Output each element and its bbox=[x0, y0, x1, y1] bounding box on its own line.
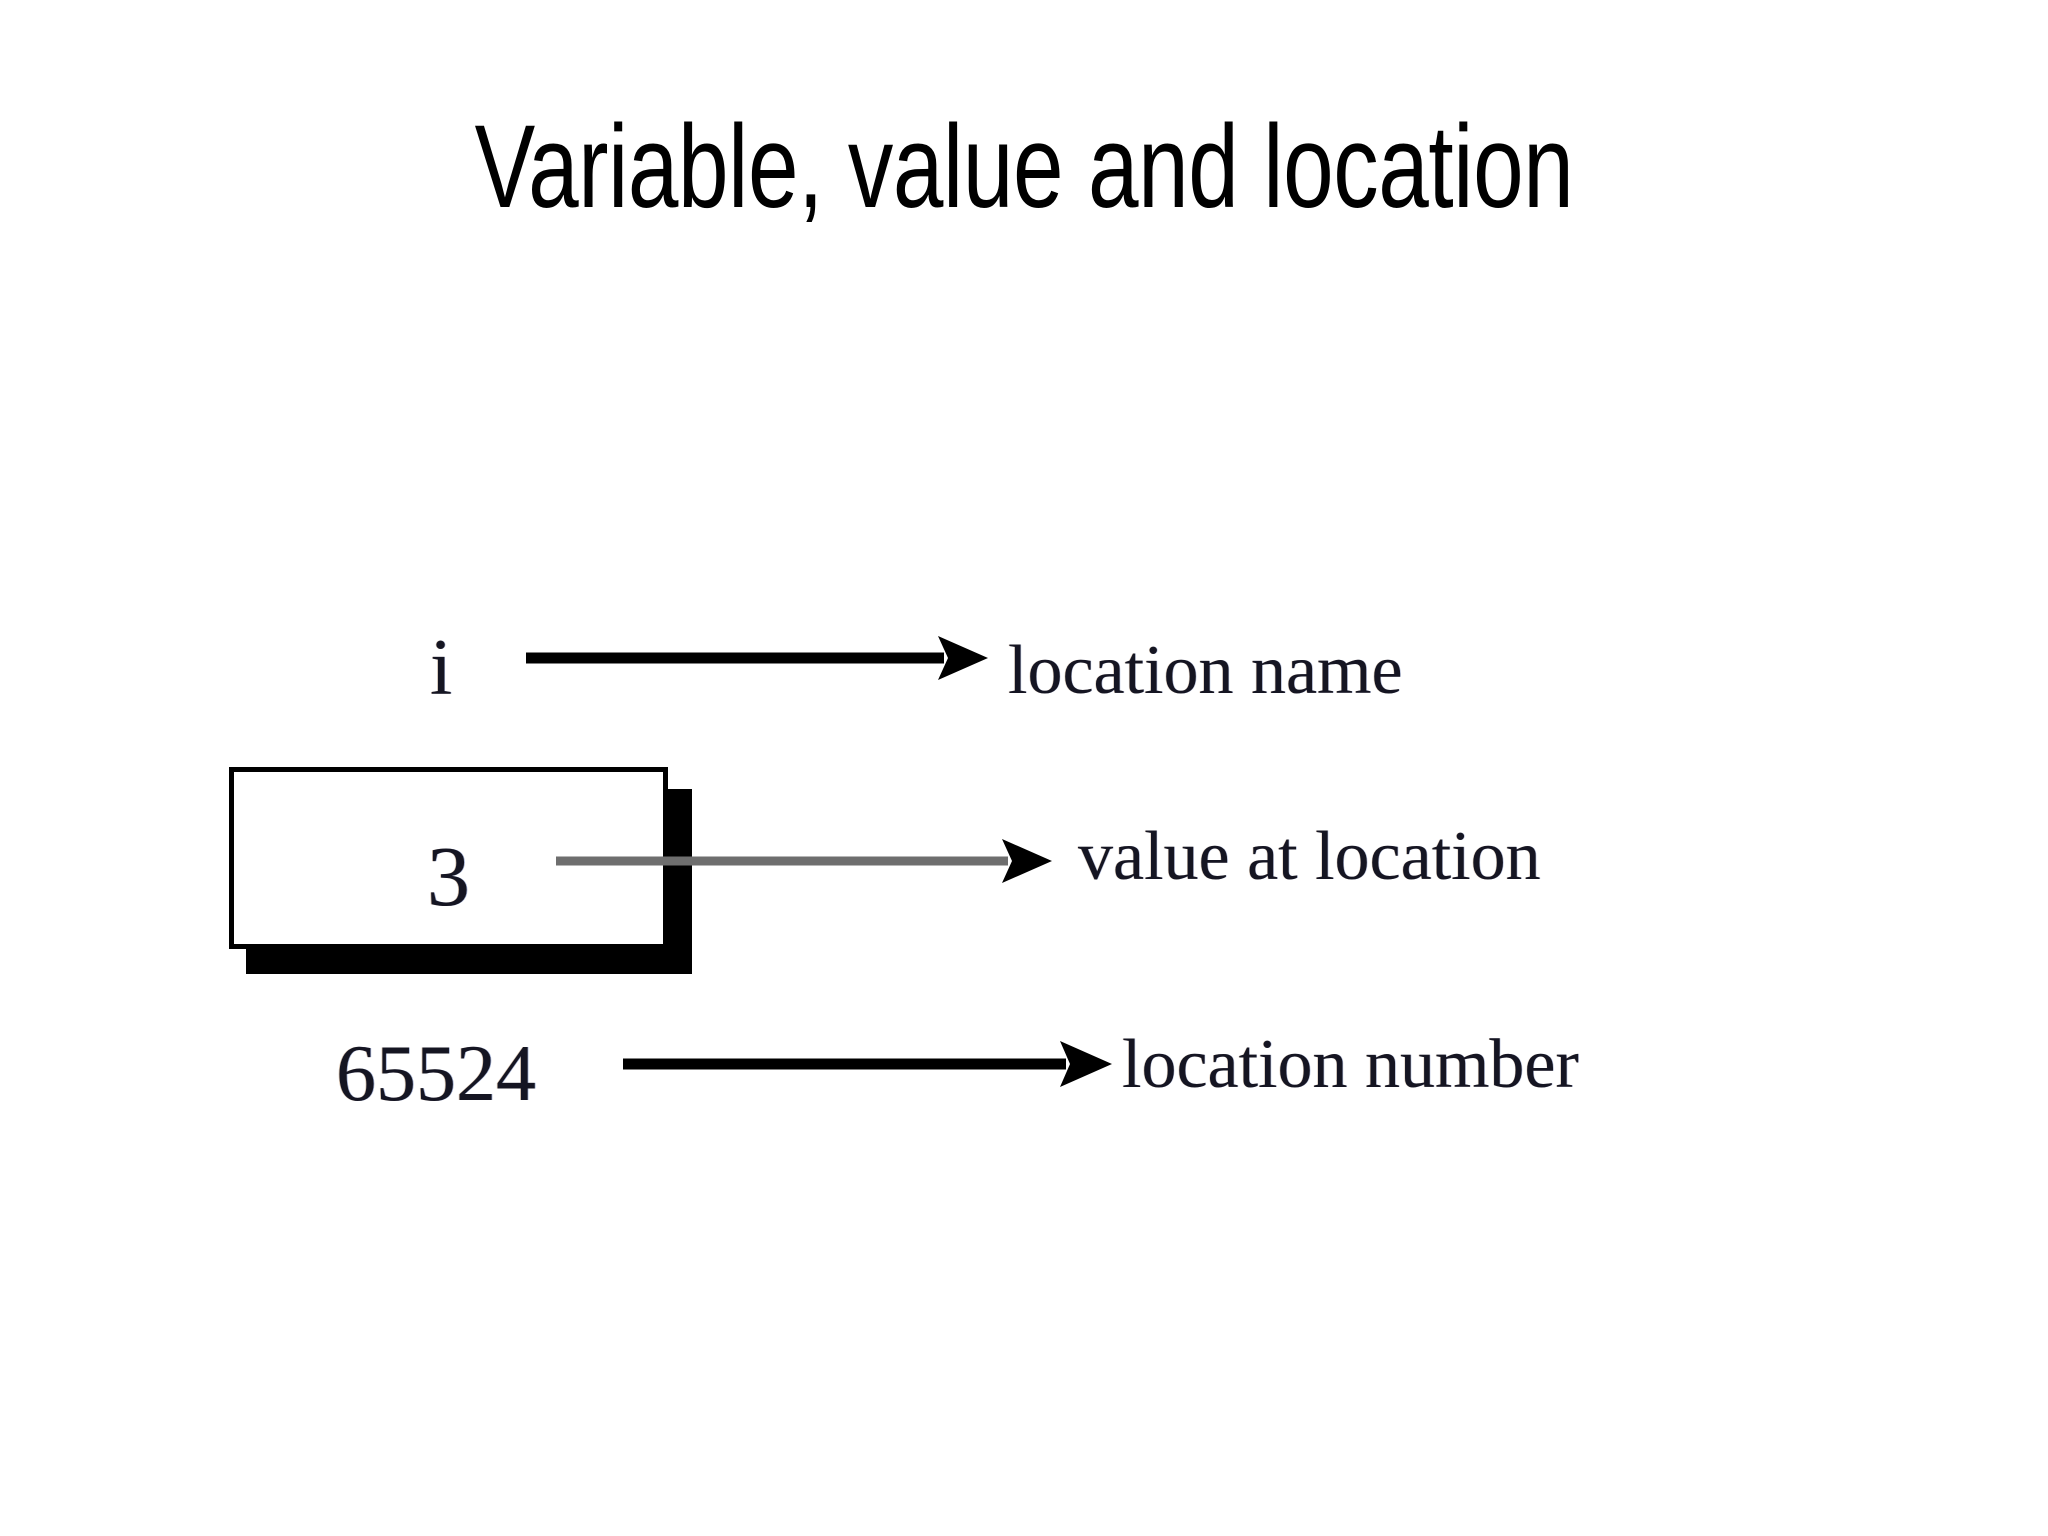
variable-name-label: i bbox=[430, 624, 453, 712]
arrow-location-number-icon bbox=[623, 1041, 1112, 1087]
label-location-number: location number bbox=[1122, 1026, 1579, 1103]
page-title: Variable, value and location bbox=[474, 101, 1574, 233]
arrow-value-at-location-icon bbox=[556, 839, 1052, 883]
arrow-location-name-icon bbox=[526, 636, 988, 680]
label-value-at-location: value at location bbox=[1078, 818, 1541, 895]
memory-cell-value: 3 bbox=[427, 828, 470, 924]
address-number-label: 65524 bbox=[336, 1030, 536, 1118]
label-location-name: location name bbox=[1008, 632, 1403, 709]
